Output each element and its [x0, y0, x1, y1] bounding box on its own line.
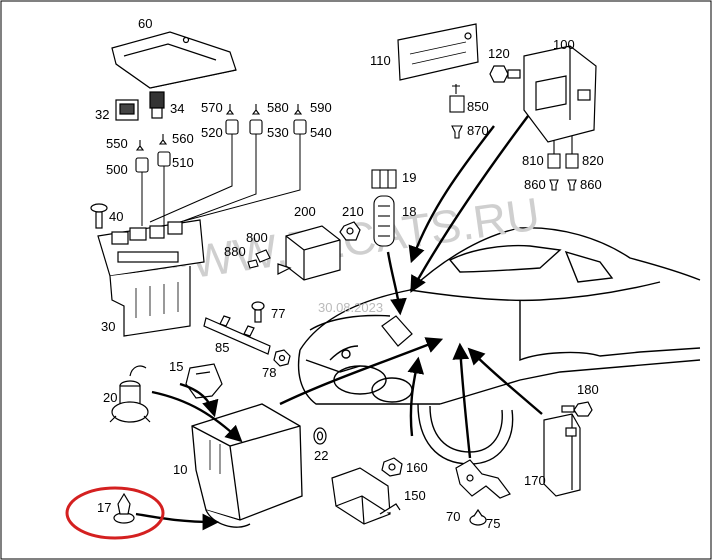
- callout-20: 20: [103, 390, 117, 405]
- callout-560: 560: [172, 131, 194, 146]
- part-30-fuse-relay-box: [97, 219, 205, 337]
- part-22-grommet: [313, 427, 327, 445]
- callout-540: 540: [310, 125, 332, 140]
- callout-180: 180: [577, 382, 599, 397]
- callout-810: 810: [522, 153, 544, 168]
- callout-77: 77: [271, 306, 285, 321]
- part-18-fuse-strip: [373, 195, 395, 247]
- part-800-880-connectors: [247, 249, 271, 269]
- part-170-module: [543, 413, 581, 497]
- callout-labels: 60 32 34 570 580 590 520 530 540 550 560…: [95, 16, 604, 531]
- callout-870: 870: [467, 123, 489, 138]
- watermark-date: 30.08.2023: [318, 300, 383, 315]
- callout-210: 210: [342, 204, 364, 219]
- part-210-nut: [339, 221, 361, 241]
- callout-75: 75: [486, 516, 500, 531]
- callout-10: 10: [173, 462, 187, 477]
- callout-110: 110: [370, 53, 391, 68]
- part-100-control-module: [523, 45, 597, 143]
- callout-550: 550: [106, 136, 128, 151]
- callout-510: 510: [172, 155, 194, 170]
- callout-70: 70: [446, 509, 460, 524]
- callout-580: 580: [267, 100, 289, 115]
- callout-880: 880: [224, 244, 246, 259]
- callout-34: 34: [170, 101, 184, 116]
- callout-100: 100: [553, 37, 575, 52]
- part-110-control-unit: [397, 23, 479, 81]
- callout-170: 170: [524, 473, 546, 488]
- callout-85: 85: [215, 340, 229, 355]
- callout-78: 78: [262, 365, 276, 380]
- callout-22: 22: [314, 448, 328, 463]
- part-19-fuse: [371, 169, 397, 189]
- callout-60: 60: [138, 16, 152, 31]
- callout-850: 850: [467, 99, 489, 114]
- part-40-bolt: [90, 203, 108, 229]
- callout-860-right: 860: [580, 177, 602, 192]
- callout-40: 40: [109, 209, 123, 224]
- callout-150: 150: [404, 488, 426, 503]
- fuse-leader-lines: [141, 134, 301, 227]
- part-200-relay: [277, 225, 341, 281]
- part-78-nut: [273, 349, 291, 367]
- callout-530: 530: [267, 125, 289, 140]
- part-60-fuse-box-cover: [111, 31, 237, 89]
- part-17-cap: [113, 492, 135, 524]
- part-120-bolt: [489, 65, 521, 83]
- callout-120: 120: [488, 46, 510, 61]
- callout-570: 570: [201, 100, 223, 115]
- part-850-connector: [449, 84, 465, 113]
- part-34-relay: [149, 91, 165, 119]
- callout-32: 32: [95, 107, 109, 122]
- part-77-screw: [251, 301, 265, 323]
- callout-19: 19: [402, 170, 416, 185]
- callout-820: 820: [582, 153, 604, 168]
- callout-860-left: 860: [524, 177, 546, 192]
- part-870-fuse: [451, 125, 463, 139]
- part-10-reservoir: [191, 403, 303, 528]
- part-hood-sensor: [381, 315, 413, 347]
- part-15-bracket: [185, 363, 223, 399]
- callout-17: 17: [97, 500, 111, 515]
- callout-500: 500: [106, 162, 128, 177]
- callout-520: 520: [201, 125, 223, 140]
- callout-18: 18: [402, 204, 416, 219]
- part-85-bracket: [203, 315, 271, 355]
- callout-160: 160: [406, 460, 428, 475]
- part-150-cover: [331, 467, 401, 525]
- part-32-relay: [115, 99, 139, 121]
- car-body-illustration: [297, 227, 701, 465]
- part-75-clip: [469, 508, 487, 526]
- callout-800: 800: [246, 230, 268, 245]
- part-70-bracket: [455, 459, 511, 499]
- part-160-nut: [381, 457, 403, 477]
- assembly-arrows: [135, 115, 543, 531]
- callout-30: 30: [101, 319, 115, 334]
- fuse-icons-row: [135, 104, 307, 173]
- callout-15: 15: [169, 359, 183, 374]
- parts-810-820-860-connectors: [547, 136, 579, 191]
- highlight-circle: [65, 486, 165, 540]
- part-180-screw: [561, 401, 593, 417]
- part-20-washer-pump: [109, 365, 151, 423]
- callout-590: 590: [310, 100, 332, 115]
- callout-200: 200: [294, 204, 316, 219]
